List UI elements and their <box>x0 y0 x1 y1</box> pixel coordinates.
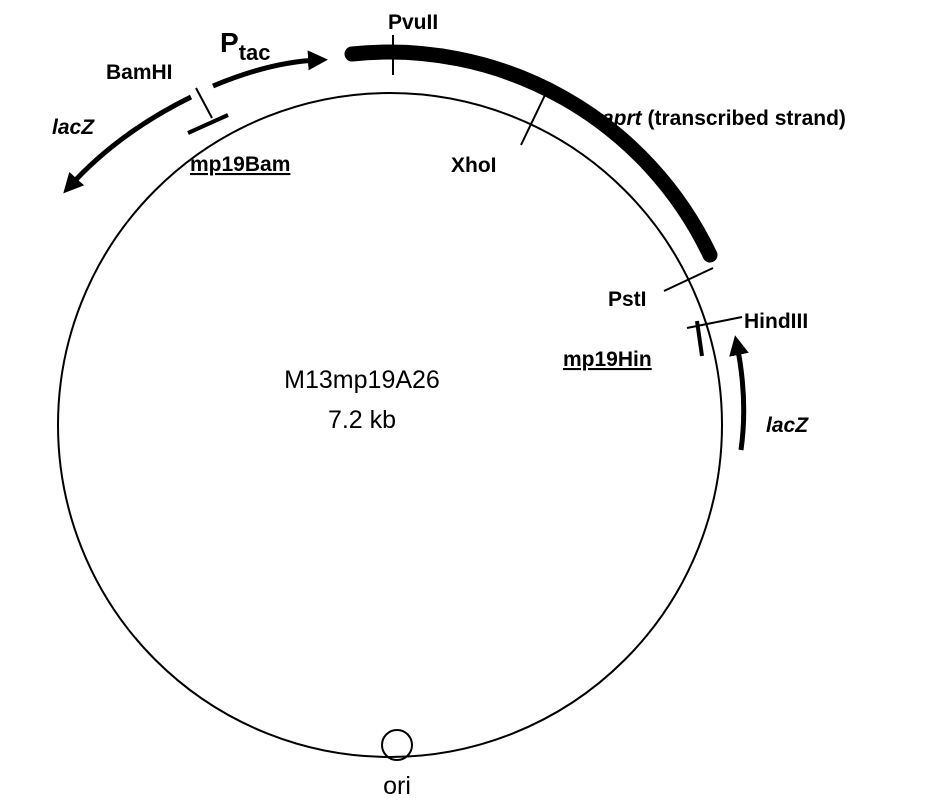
psti-tick <box>663 267 714 292</box>
lacz-left-label: lacZ <box>52 116 95 139</box>
ptac-label: Ptac <box>220 27 270 65</box>
lacz-right-label: lacZ <box>766 414 809 437</box>
bamhi-label: BamHI <box>106 61 173 84</box>
ori-marker <box>381 729 413 761</box>
plasmid-name: M13mp19A26 <box>284 366 440 394</box>
hindiii-label: HindIII <box>744 310 808 333</box>
lacz-left-arrow <box>63 94 193 194</box>
xhoi-label: XhoI <box>451 154 497 177</box>
pvuii-label: PvuII <box>388 11 438 34</box>
ptac-letter: P <box>220 27 239 58</box>
plasmid-backbone <box>57 92 723 758</box>
mp19bam-label: mp19Bam <box>190 153 290 176</box>
psti-label: PstI <box>608 288 647 311</box>
plasmid-size: 7.2 kb <box>328 406 396 434</box>
ptac-arrow <box>212 50 328 89</box>
xhoi-tick <box>520 94 546 146</box>
aprt-note: (transcribed strand) <box>642 107 846 130</box>
lacz-right-arrow <box>729 335 749 451</box>
ori-label: ori <box>383 772 411 800</box>
mp19hin-label: mp19Hin <box>563 348 652 371</box>
aprt-label: aprt (transcribed strand) <box>602 107 846 130</box>
bamhi-tick <box>195 87 213 119</box>
ptac-subscript: tac <box>239 40 271 65</box>
mp19hin-primer-mark <box>695 320 704 357</box>
mp19bam-primer-mark <box>187 113 229 135</box>
aprt-name: aprt <box>602 107 643 130</box>
aprt-insert-arc <box>344 44 718 263</box>
